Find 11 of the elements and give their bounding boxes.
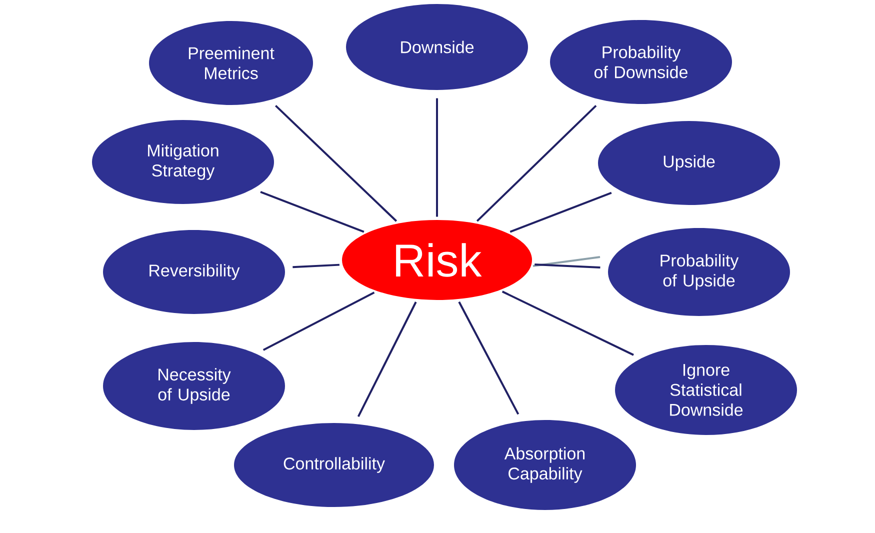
connector-line <box>436 98 438 217</box>
connector-line <box>292 264 340 268</box>
connector-line <box>274 104 398 222</box>
connector-line <box>534 263 600 268</box>
connector-line <box>260 190 364 233</box>
connector-line <box>262 292 375 351</box>
connector-line <box>510 192 612 233</box>
connector-line <box>458 301 520 415</box>
connector-line <box>502 290 634 356</box>
connector-line <box>476 104 597 222</box>
connector-line <box>357 302 417 418</box>
